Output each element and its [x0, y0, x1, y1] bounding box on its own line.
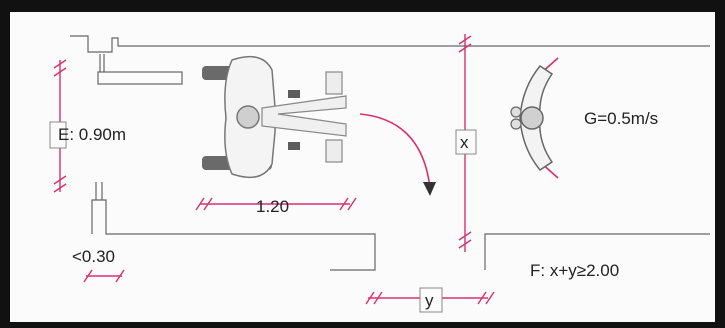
- walls: [70, 35, 710, 271]
- label-box-x: [455, 129, 477, 155]
- occupant-legs: [261, 95, 347, 137]
- top-wall: [70, 35, 710, 53]
- label-e-width: E: 0.90m: [58, 125, 127, 144]
- wheelchair: [202, 55, 347, 179]
- footrest-bottom: [325, 139, 343, 163]
- diagram-svg: [49, 34, 710, 313]
- label-g-speed: G=0.5m/s: [584, 109, 659, 128]
- label-1-20: 1.20: [256, 197, 290, 216]
- occupant-head: [236, 105, 260, 129]
- caster-bottom: [288, 142, 300, 150]
- upper-stub-post: [99, 54, 105, 72]
- label-box-y: [419, 287, 443, 313]
- caster-top: [288, 90, 300, 98]
- footrest-top: [325, 71, 343, 95]
- lower-left-wall: [91, 199, 376, 271]
- lower-right-wall: [484, 233, 710, 270]
- label-y: y: [425, 291, 434, 310]
- label-f-formula: F: x+y≥2.00: [530, 261, 620, 280]
- turn-arrow: [359, 113, 436, 196]
- upper-stub-wall: [97, 71, 183, 85]
- diagram-canvas: E: 0.90m x G=0.5m/s 1.20 <0.30 F: x+y≥2.…: [10, 12, 715, 322]
- label-x: x: [460, 133, 469, 152]
- dimension-lines: [53, 34, 495, 305]
- lower-post: [95, 182, 103, 200]
- label-box-e: [49, 121, 67, 149]
- label-0-30: <0.30: [72, 247, 116, 266]
- pedestrian: [510, 57, 559, 179]
- pedestrian-head: [520, 106, 544, 130]
